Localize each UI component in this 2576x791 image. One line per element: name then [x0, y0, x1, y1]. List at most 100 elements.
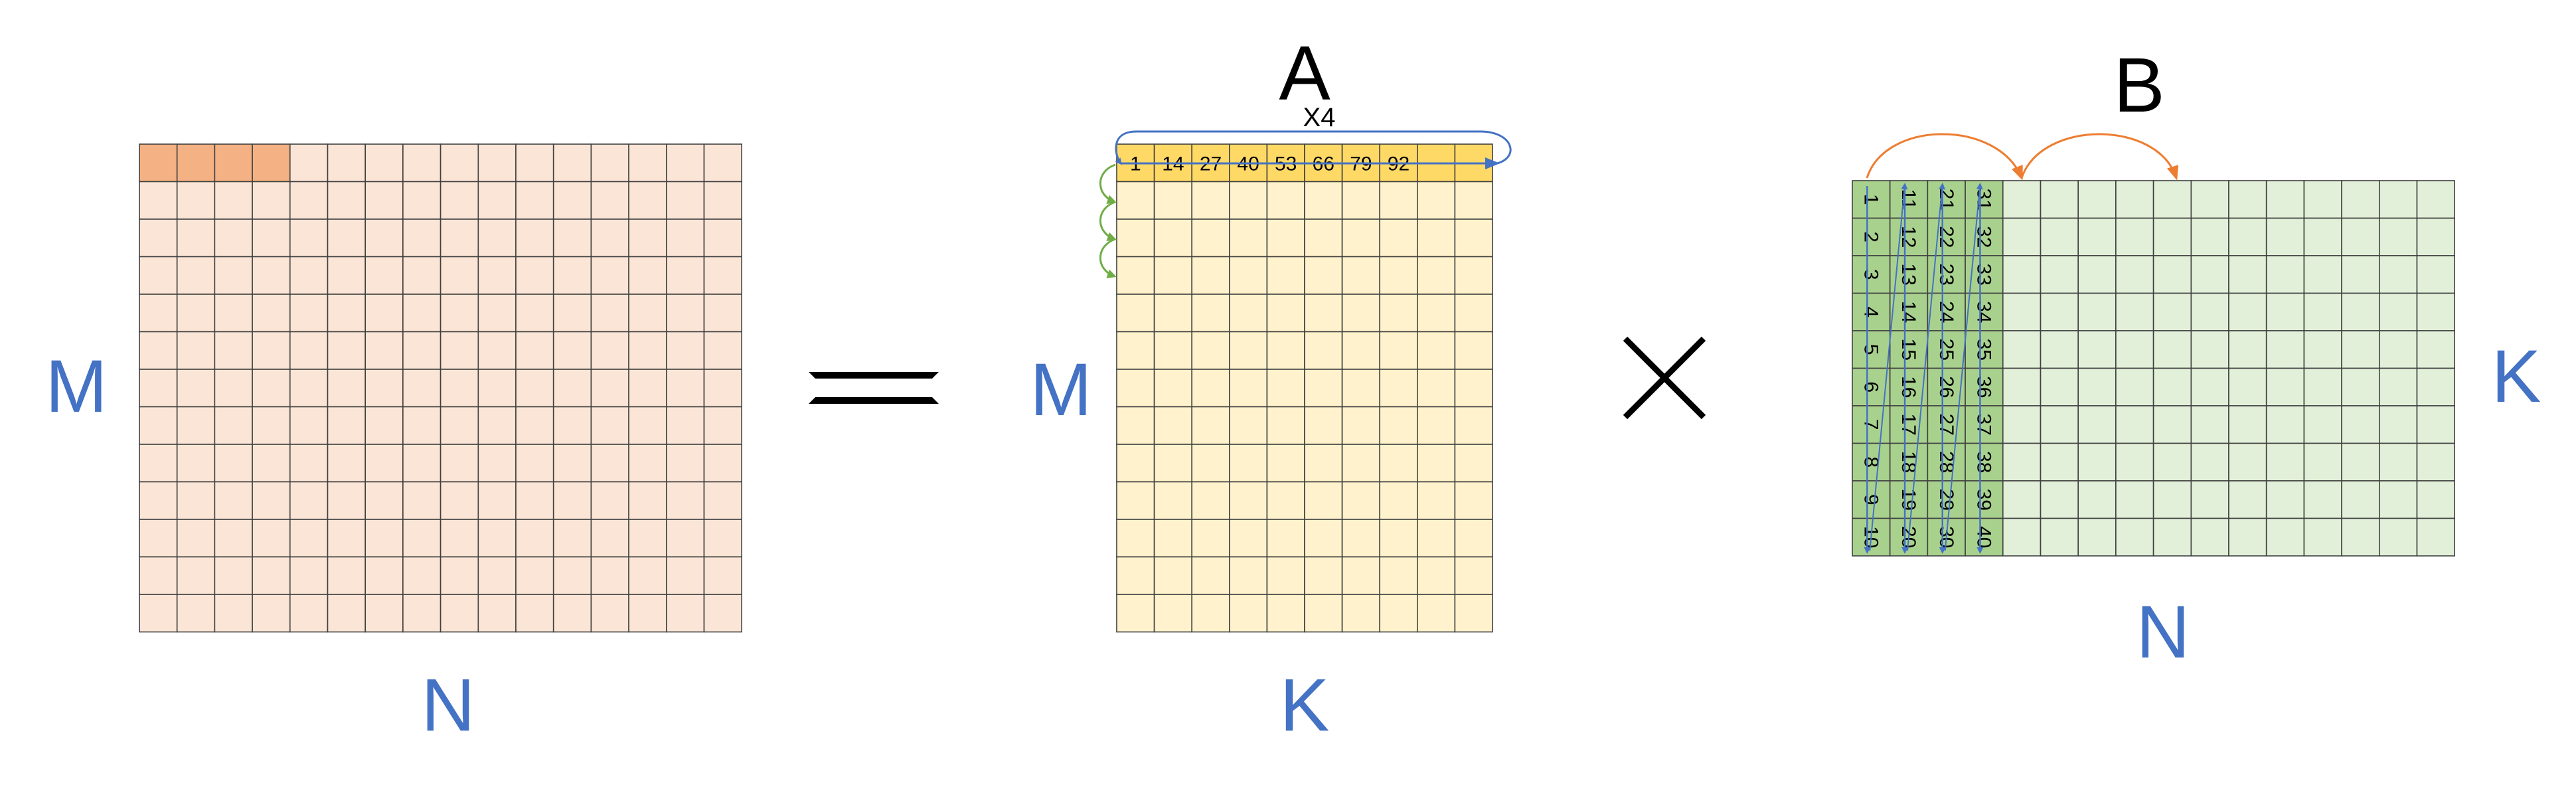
c-cell	[139, 369, 178, 408]
b-col-value: 6	[1860, 381, 1882, 393]
c-cell	[515, 331, 554, 370]
b-col-value: 40	[1972, 526, 1994, 548]
c-cell	[176, 256, 216, 295]
b-cell	[2152, 255, 2192, 294]
b-col-value: 24	[1935, 301, 1957, 323]
c-cell	[440, 406, 479, 445]
a-cell	[1153, 481, 1192, 520]
a-cell	[1229, 294, 1268, 333]
c-cell	[665, 219, 705, 258]
b-cell	[2002, 217, 2042, 256]
a-cell	[1379, 256, 1418, 295]
a-cell	[1153, 181, 1192, 220]
c-cell	[552, 181, 592, 220]
a-cell	[1454, 406, 1493, 445]
c-cell	[628, 406, 667, 445]
c-cell	[327, 519, 366, 558]
a-cell	[1379, 369, 1418, 408]
c-cell	[252, 219, 291, 258]
b-cell-highlighted	[1889, 180, 1929, 219]
a-row-step-arrow	[1099, 238, 1117, 279]
b-cell	[2379, 517, 2418, 557]
c-cell	[176, 219, 216, 258]
b-cell	[2416, 217, 2456, 256]
c-cell	[515, 181, 554, 220]
b-cell	[2228, 330, 2267, 369]
c-cell	[402, 181, 442, 220]
a-cell	[1341, 406, 1380, 445]
c-cell	[252, 369, 291, 408]
result-matrix-c	[139, 143, 743, 633]
b-cell	[2303, 255, 2342, 294]
a-cell	[1153, 256, 1192, 295]
c-cell	[477, 444, 517, 483]
a-cell	[1266, 444, 1305, 483]
c-cell	[628, 256, 667, 295]
b-cell	[2077, 292, 2117, 331]
c-cell	[327, 143, 366, 183]
a-cell	[1379, 594, 1418, 633]
c-cell	[252, 556, 291, 595]
b-cell-highlighted	[1927, 180, 1966, 219]
a-cell	[1229, 444, 1268, 483]
a-cell	[1341, 444, 1380, 483]
a-cell	[1304, 181, 1343, 220]
c-cell	[289, 256, 329, 295]
c-cell	[628, 143, 667, 183]
b-col-value: 33	[1972, 264, 1994, 286]
c-cell	[402, 481, 442, 520]
b-cell	[2228, 480, 2267, 519]
b-col-value: 23	[1935, 264, 1957, 286]
c-cell	[289, 594, 329, 633]
a-cell	[1191, 181, 1230, 220]
a-cell	[1379, 444, 1418, 483]
a-cell	[1379, 519, 1418, 558]
b-col-value: 25	[1935, 339, 1957, 361]
b-cell	[2152, 517, 2192, 557]
c-cell	[214, 556, 253, 595]
b-cell	[2416, 330, 2456, 369]
c-cell	[477, 219, 517, 258]
b-col-value: 26	[1935, 376, 1957, 398]
a-cell	[1379, 294, 1418, 333]
b-cell	[2152, 292, 2192, 331]
a-cell	[1417, 444, 1456, 483]
c-cell	[628, 294, 667, 333]
b-col-value: 34	[1972, 301, 1994, 323]
c-cell	[477, 143, 517, 183]
a-cell	[1454, 444, 1493, 483]
b-cell	[2416, 255, 2456, 294]
c-cell	[440, 181, 479, 220]
b-col-value: 21	[1935, 189, 1957, 211]
b-cell	[2379, 292, 2418, 331]
c-cell	[703, 481, 743, 520]
c-cell	[327, 594, 366, 633]
b-cell	[2341, 517, 2380, 557]
c-cell	[289, 331, 329, 370]
a-cell	[1304, 481, 1343, 520]
b-cell	[2115, 517, 2154, 557]
b-cell-highlighted	[1889, 330, 1929, 369]
c-cell	[552, 219, 592, 258]
a-cell	[1191, 556, 1230, 595]
a-repeat-label: X4	[1303, 103, 1336, 132]
b-col-value: 8	[1860, 456, 1882, 468]
c-cell	[139, 556, 178, 595]
a-cell	[1379, 406, 1418, 445]
b-cell-highlighted	[1889, 292, 1929, 331]
b-col-value: 5	[1860, 344, 1882, 355]
c-cell	[515, 444, 554, 483]
c-cell	[252, 181, 291, 220]
b-cell	[2190, 330, 2229, 369]
b-cell	[2228, 405, 2267, 444]
c-cell	[590, 143, 629, 183]
b-cell-highlighted	[1852, 330, 1891, 369]
a-cell	[1191, 406, 1230, 445]
b-cell	[2152, 367, 2192, 406]
a-cell	[1379, 481, 1418, 520]
a-cell	[1229, 181, 1268, 220]
c-cell	[440, 256, 479, 295]
c-cell	[590, 181, 629, 220]
b-cell	[2040, 292, 2079, 331]
c-cell	[327, 556, 366, 595]
